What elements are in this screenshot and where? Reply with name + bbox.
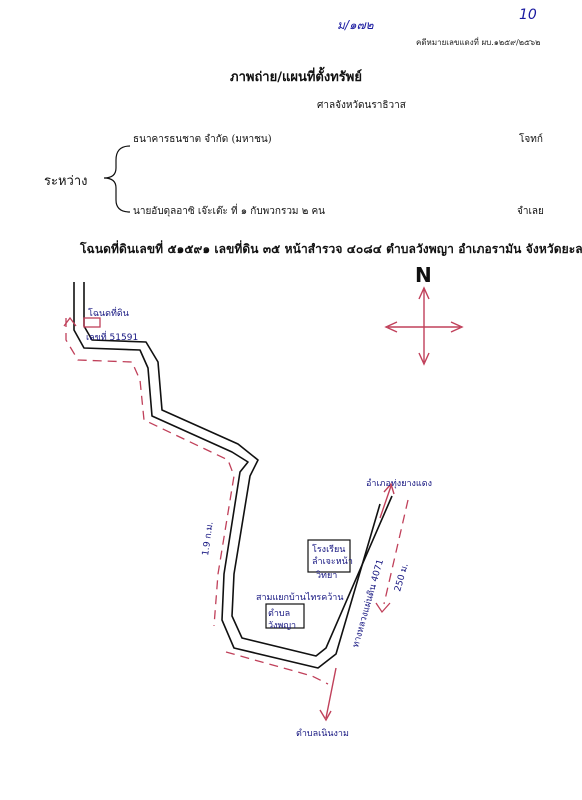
highway-label: ทางหลวงแผ่นดิน 4071 — [350, 558, 386, 649]
route-dashed-bottom — [225, 651, 329, 685]
page-number: 10 — [519, 7, 537, 23]
document-number: ม/๑๗๒ — [337, 18, 374, 32]
distance-left-label: 1.9 ก.ม. — [201, 521, 216, 556]
case-number: คดีหมายเลขแดงที่ ผบ.๑๒๕๙/๒๕๖๒ — [416, 38, 541, 47]
plaintiff-name: ธนาคารธนชาต จำกัด (มหาชน) — [133, 134, 272, 145]
route-dashed-right — [383, 499, 409, 605]
defendant-name: นายอับดุลอาซิ เจ๊ะเต๊ะ ที่ ๑ กับพวกรวม ๒… — [133, 206, 325, 217]
party-brace — [103, 145, 131, 213]
top-destination-label: อำเภอทุ่งยางแดง — [366, 478, 432, 489]
road-edge-outer — [73, 282, 381, 669]
subdistrict-building — [265, 603, 305, 629]
junction-label: สามแยกบ้านไทรคว้าน — [256, 592, 344, 603]
compass-icon — [384, 286, 464, 366]
school-label-2: ลำเจะหน้า — [312, 556, 353, 567]
plot-label-1: โฉนดที่ดิน — [88, 306, 129, 319]
subdistrict-label-1: ตำบล — [268, 608, 290, 619]
land-plot-marker — [83, 317, 101, 328]
arrow-to-bottom-destination — [325, 667, 337, 719]
bottom-destination-label: ตำบลเนินงาม — [296, 728, 349, 739]
between-label: ระหว่าง — [44, 174, 88, 189]
route-arrow-top — [63, 316, 77, 327]
north-label: N — [415, 263, 432, 287]
road-edge-inner — [83, 282, 393, 657]
court-name: ศาลจังหวัดนราธิวาส — [317, 100, 406, 111]
arrow-to-top-destination — [379, 485, 392, 519]
page-title: ภาพถ่าย/แผนที่ตั้งทรัพย์ — [230, 70, 362, 85]
school-building — [307, 539, 351, 573]
school-label-3: วิทยา — [316, 570, 337, 581]
plaintiff-role: โจทก์ — [519, 134, 543, 145]
route-dashed-left — [65, 318, 235, 627]
school-label-1: โรงเรียน — [312, 544, 345, 555]
route-arrow-right — [375, 602, 391, 614]
distance-right-label: 250 ม. — [393, 562, 411, 592]
subdistrict-label-2: วังพญา — [268, 621, 296, 631]
defendant-role: จำเลย — [517, 206, 544, 217]
plot-label-2: เลขที่ 51591 — [86, 330, 138, 343]
deed-description: โฉนดที่ดินเลขที่ ๕๑๕๙๑ เลขที่ดิน ๓๕ หน้า… — [80, 242, 582, 256]
